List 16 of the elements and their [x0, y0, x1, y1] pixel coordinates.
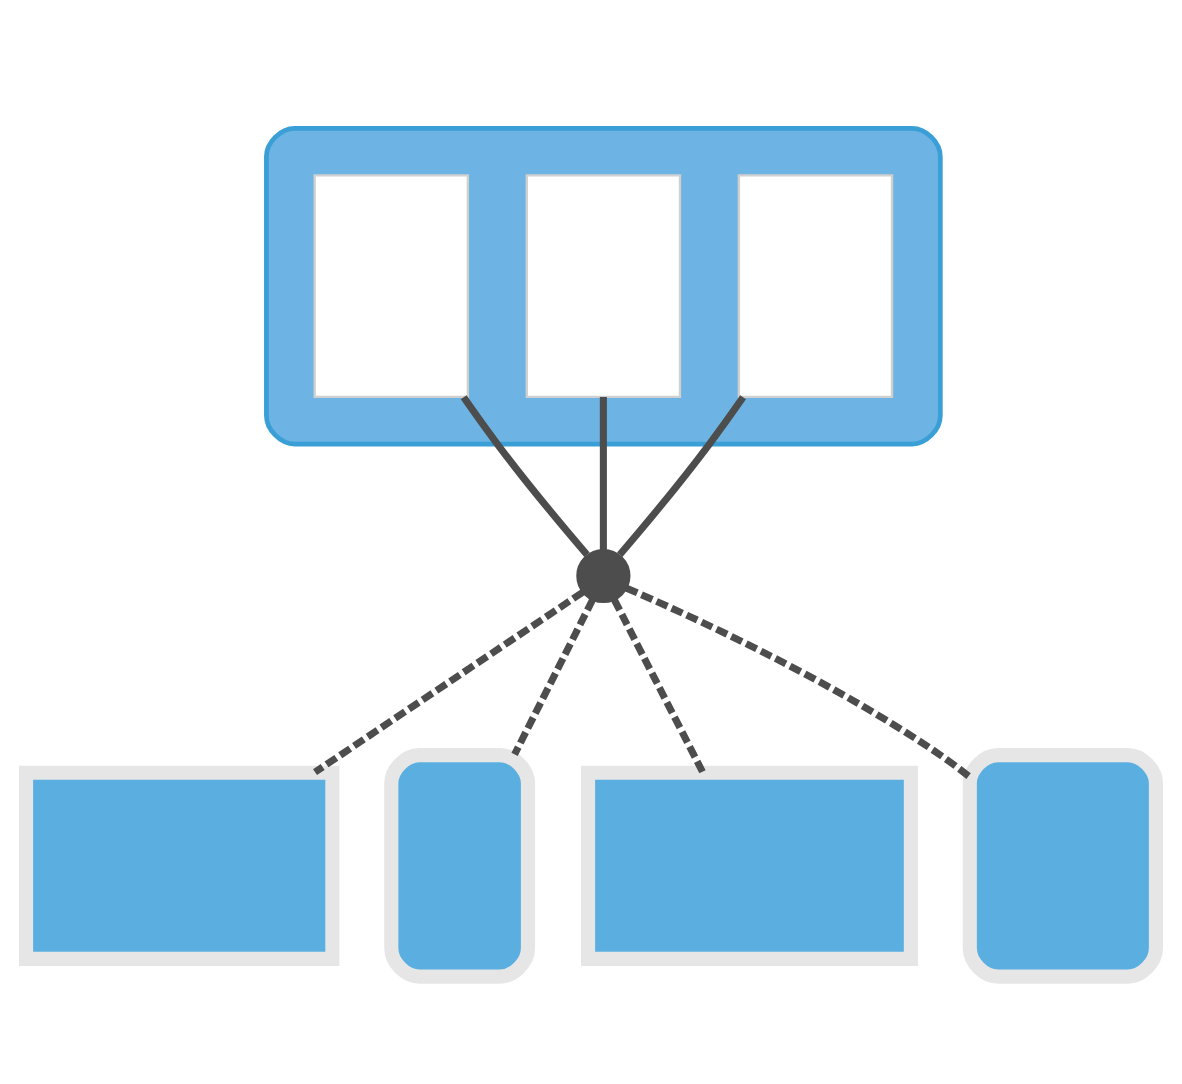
node-monitor [19, 764, 340, 965]
connector [599, 396, 607, 550]
node-server [525, 173, 682, 398]
node-laptop [580, 764, 918, 965]
connector [460, 394, 590, 557]
node-phone [384, 747, 536, 983]
connector [625, 583, 972, 779]
node-server [313, 173, 470, 398]
node-server [737, 173, 894, 398]
connector [511, 597, 596, 756]
connector [611, 597, 706, 774]
node-tablet [962, 747, 1163, 983]
connector [313, 588, 585, 775]
cluster [264, 124, 943, 446]
connector [617, 394, 746, 557]
node-circle [576, 547, 631, 603]
